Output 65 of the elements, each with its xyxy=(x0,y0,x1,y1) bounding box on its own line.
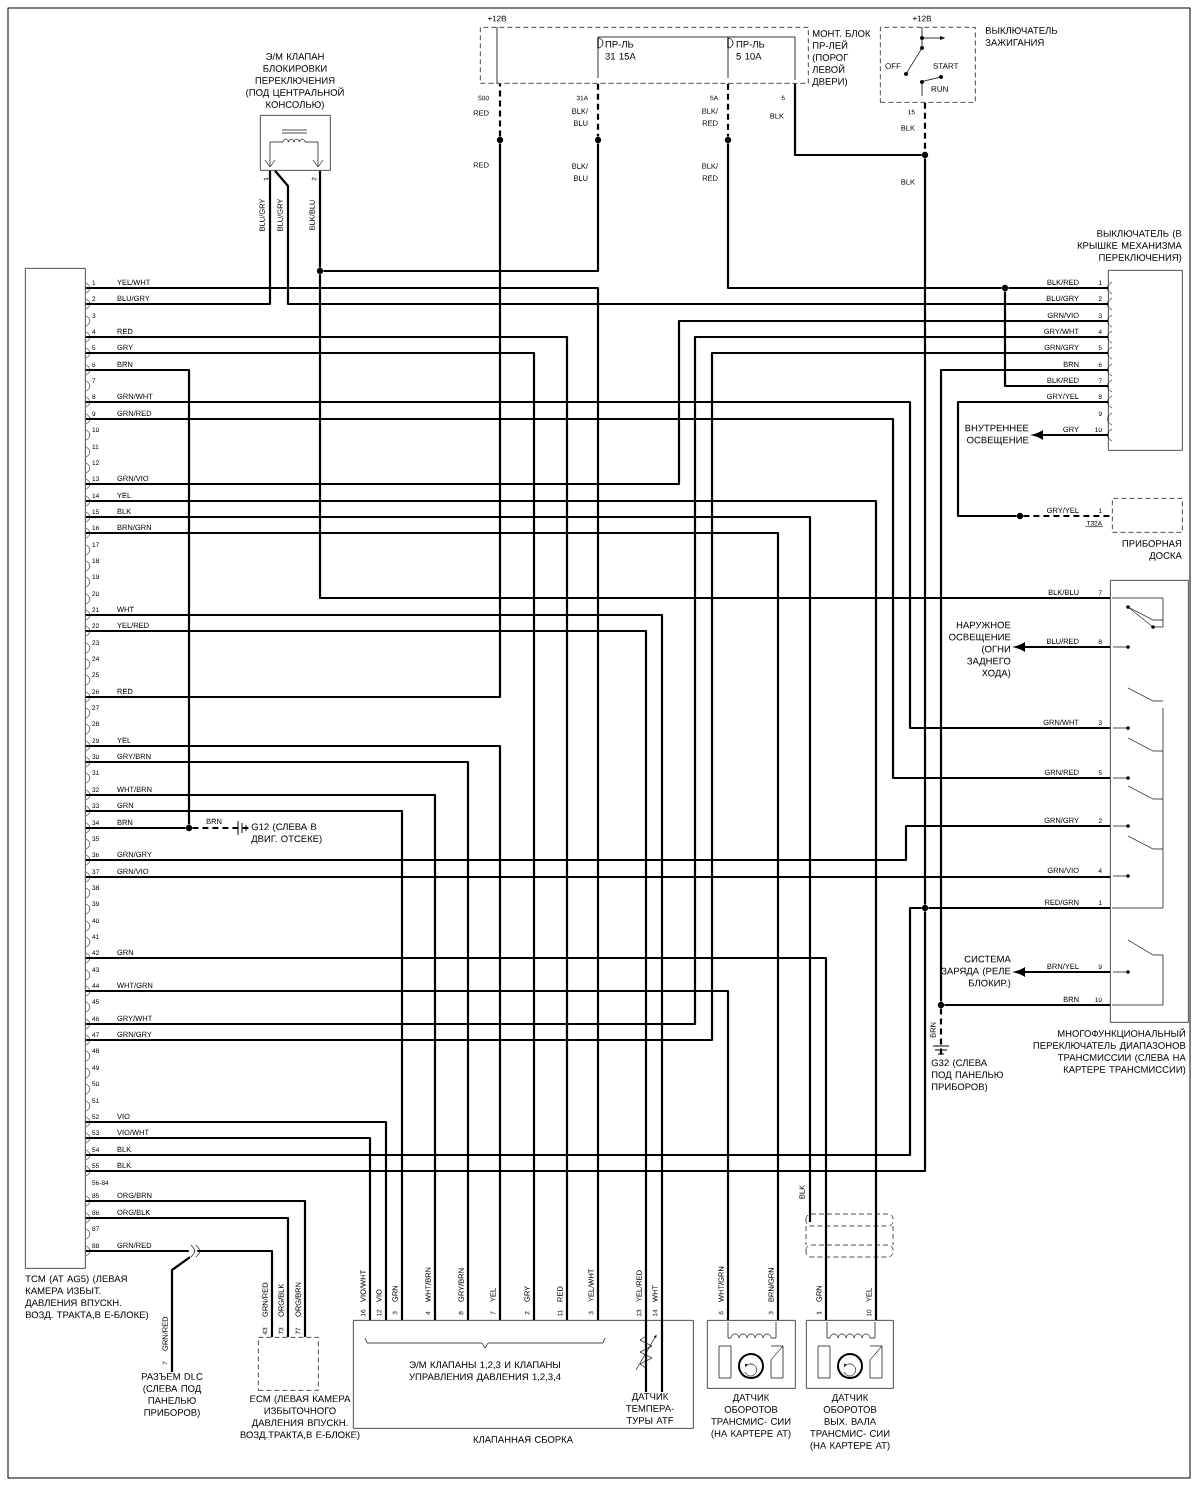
wire xyxy=(1023,514,1112,518)
wire xyxy=(1015,642,1110,652)
wire xyxy=(85,824,1110,862)
wire xyxy=(85,531,780,1320)
wire xyxy=(944,1003,1110,1007)
ground-label: G32 (СЛЕВА ПОД ПАНЕЛЬЮ ПРИБОРОВ) xyxy=(931,1059,1003,1093)
wire xyxy=(85,1249,189,1253)
wire xyxy=(1003,291,1108,388)
voltage-label: +12В xyxy=(912,15,932,22)
fuse-label: ПР-ЛЬ 31 15А xyxy=(604,40,642,61)
node-label: ECM (ЛЕВАЯ КАМЕРА ИЗБЫТОЧНОГО ДАВЛЕНИЯ ВПУСКН. ВОЗД.ТРАКТА,В Е-БЛОКЕ) xyxy=(240,1395,360,1441)
wire xyxy=(85,499,878,1320)
connector-symbol xyxy=(190,1244,201,1258)
wire xyxy=(85,417,1110,780)
wire xyxy=(85,515,812,1222)
wire xyxy=(318,170,322,268)
wire xyxy=(85,1199,307,1337)
wire xyxy=(85,826,186,830)
valve-group-label: Э/М КЛАПАНЫ 1,2,3 И КЛАПАНЫ УПРАВЛЕНИЯ ДАВЛЕНИЯ 1,2,3,4 xyxy=(409,1361,561,1382)
node-label: КЛАПАННАЯ СБОРКА xyxy=(473,1436,573,1443)
wire xyxy=(85,368,191,825)
wire xyxy=(85,1216,290,1337)
switch-position-label: RUN xyxy=(930,85,950,93)
speed-sensor: ДАТЧИК ОБОРОТОВ ТРАНСМИС- СИИ (НА КАРТЕРЕ AT) xyxy=(707,1320,796,1439)
wire xyxy=(85,143,502,699)
voltage-label: +12В xyxy=(487,15,507,22)
instrument-panel: ПРИБОРНАЯ ДОСКА xyxy=(1112,498,1183,561)
node-label: ПРИБОРНАЯ ДОСКА xyxy=(1122,540,1182,561)
wire xyxy=(1033,430,1108,440)
wire xyxy=(318,274,1110,600)
wire xyxy=(1015,967,1110,977)
connector-label: РАЗЪЕМ DLC (СЛЕВА ПОД ПАНЕЛЬЮ ПРИБОРОВ) xyxy=(141,1373,203,1418)
circuit-label: НАРУЖНОЕ ОСВЕЩЕНИЕ (ОГНИ ЗАДНЕГО ХОДА) xyxy=(949,621,1011,679)
wire xyxy=(939,368,1108,1002)
speed-sensor: ДАТЧИК ОБОРОТОВ ВЫХ. ВАЛА ТРАНСМИС- СИИ (НА КАРТЕРЕ AT) xyxy=(806,1320,894,1451)
wire xyxy=(85,875,1110,879)
switch-position-label: START xyxy=(932,62,960,70)
wire xyxy=(192,826,250,830)
wire xyxy=(274,170,1108,306)
wire xyxy=(956,400,1108,518)
wire xyxy=(726,143,1002,290)
wire xyxy=(85,400,1110,730)
wire xyxy=(323,143,600,273)
wire xyxy=(85,170,272,306)
solenoid-valve: Э/М КЛАПАН БЛОКИРОВКИ ПЕРЕКЛЮЧЕНИЯ (ПОД ЦЕНТРАЛЬНОЙ КОНСОЛЬЮ) xyxy=(246,52,344,171)
ground-label: G12 (СЛЕВА В ДВИГ. ОТСЕКЕ) xyxy=(251,823,322,845)
wire xyxy=(923,158,927,905)
wire xyxy=(726,83,730,137)
wire xyxy=(928,906,1110,910)
engine-module: ECM (ЛЕВАЯ КАМЕРА ИЗБЫТОЧНОГО ДАВЛЕНИЯ ВПУСКН. ВОЗД.ТРАКТА,В Е-БЛОКЕ) xyxy=(240,1337,360,1441)
wire xyxy=(85,956,828,1320)
wire xyxy=(923,102,927,152)
wire xyxy=(1008,286,1108,290)
wire xyxy=(793,83,922,157)
circuit-label: ВНУТРЕННЕЕ ОСВЕЩЕНИЕ xyxy=(965,424,1029,446)
circuit-label: СИСТЕМА ЗАРЯДА (РЕЛЕ БЛОКИР.) xyxy=(941,955,1011,989)
wire xyxy=(197,1249,274,1337)
wire xyxy=(85,319,1108,486)
fuse-label: ПР-ЛЬ 5 10А xyxy=(735,40,773,61)
temperature-sensor: ДАТЧИК ТЕМПЕРА- ТУРЫ ATF xyxy=(626,1393,674,1424)
switch-position-label: OFF xyxy=(884,62,902,70)
wire xyxy=(498,83,502,137)
wire xyxy=(85,989,730,1320)
wire xyxy=(170,1256,191,1372)
wire xyxy=(596,83,600,137)
